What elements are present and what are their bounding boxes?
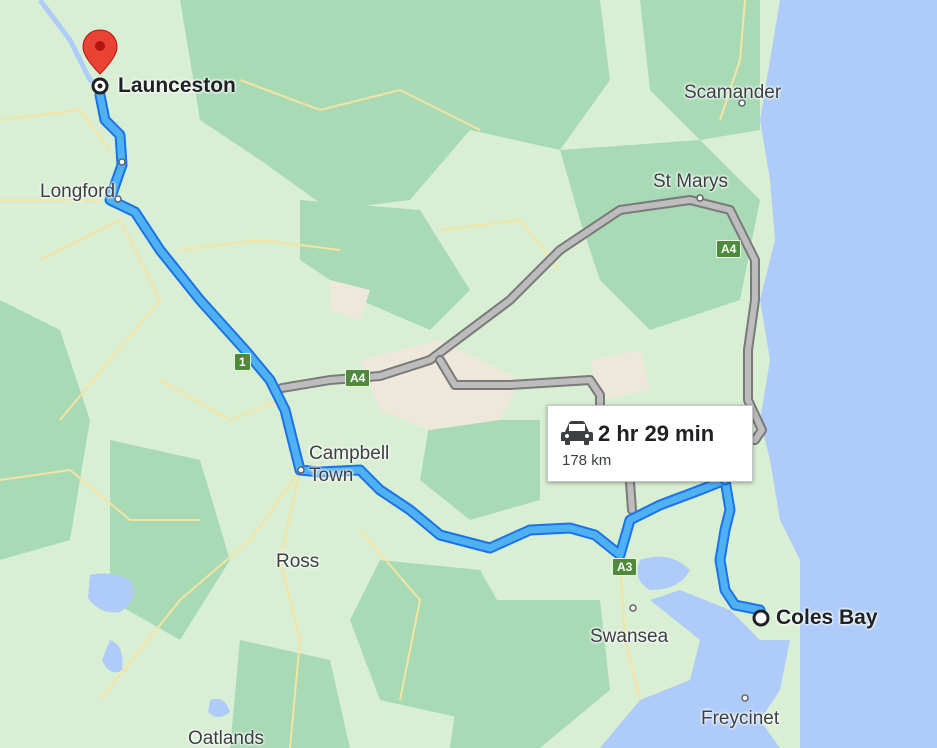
place-label-freycinet[interactable]: Freycinet [701, 708, 780, 729]
route-duration: 2 hr 29 min [598, 421, 715, 446]
place-label-longford[interactable]: Longford [40, 181, 116, 202]
town-dots [114, 99, 749, 702]
place-label-scamander[interactable]: Scamander [684, 82, 782, 103]
lakes [88, 556, 690, 717]
forest-areas [0, 0, 760, 748]
route-distance: 178 km [562, 452, 612, 469]
car-icon [561, 421, 593, 445]
destination-pin-icon[interactable] [82, 29, 118, 75]
ocean [600, 0, 937, 748]
place-label-campbell-town-line1[interactable]: Campbell [309, 443, 390, 464]
route-info-box[interactable]: 2 hr 29 min 178 km [547, 405, 753, 482]
coles-bay-marker-icon[interactable] [752, 609, 770, 627]
place-label-oatlands[interactable]: Oatlands [188, 728, 265, 748]
place-label-campbell-town-line2[interactable]: Town [309, 465, 354, 486]
road-shield-a3: A3 [612, 558, 638, 576]
road-shield-route-1: 1 [234, 353, 251, 371]
plains-areas [330, 280, 650, 430]
road-shield-a4-west: A4 [345, 369, 371, 387]
place-label-coles-bay[interactable]: Coles Bay [776, 606, 878, 629]
place-label-swansea[interactable]: Swansea [590, 626, 669, 647]
launceston-marker-icon[interactable] [91, 77, 109, 95]
place-label-st-marys[interactable]: St Marys [653, 171, 728, 192]
place-label-launceston[interactable]: Launceston [118, 74, 236, 97]
place-label-ross[interactable]: Ross [276, 551, 320, 572]
road-shield-a4-north: A4 [716, 240, 742, 258]
